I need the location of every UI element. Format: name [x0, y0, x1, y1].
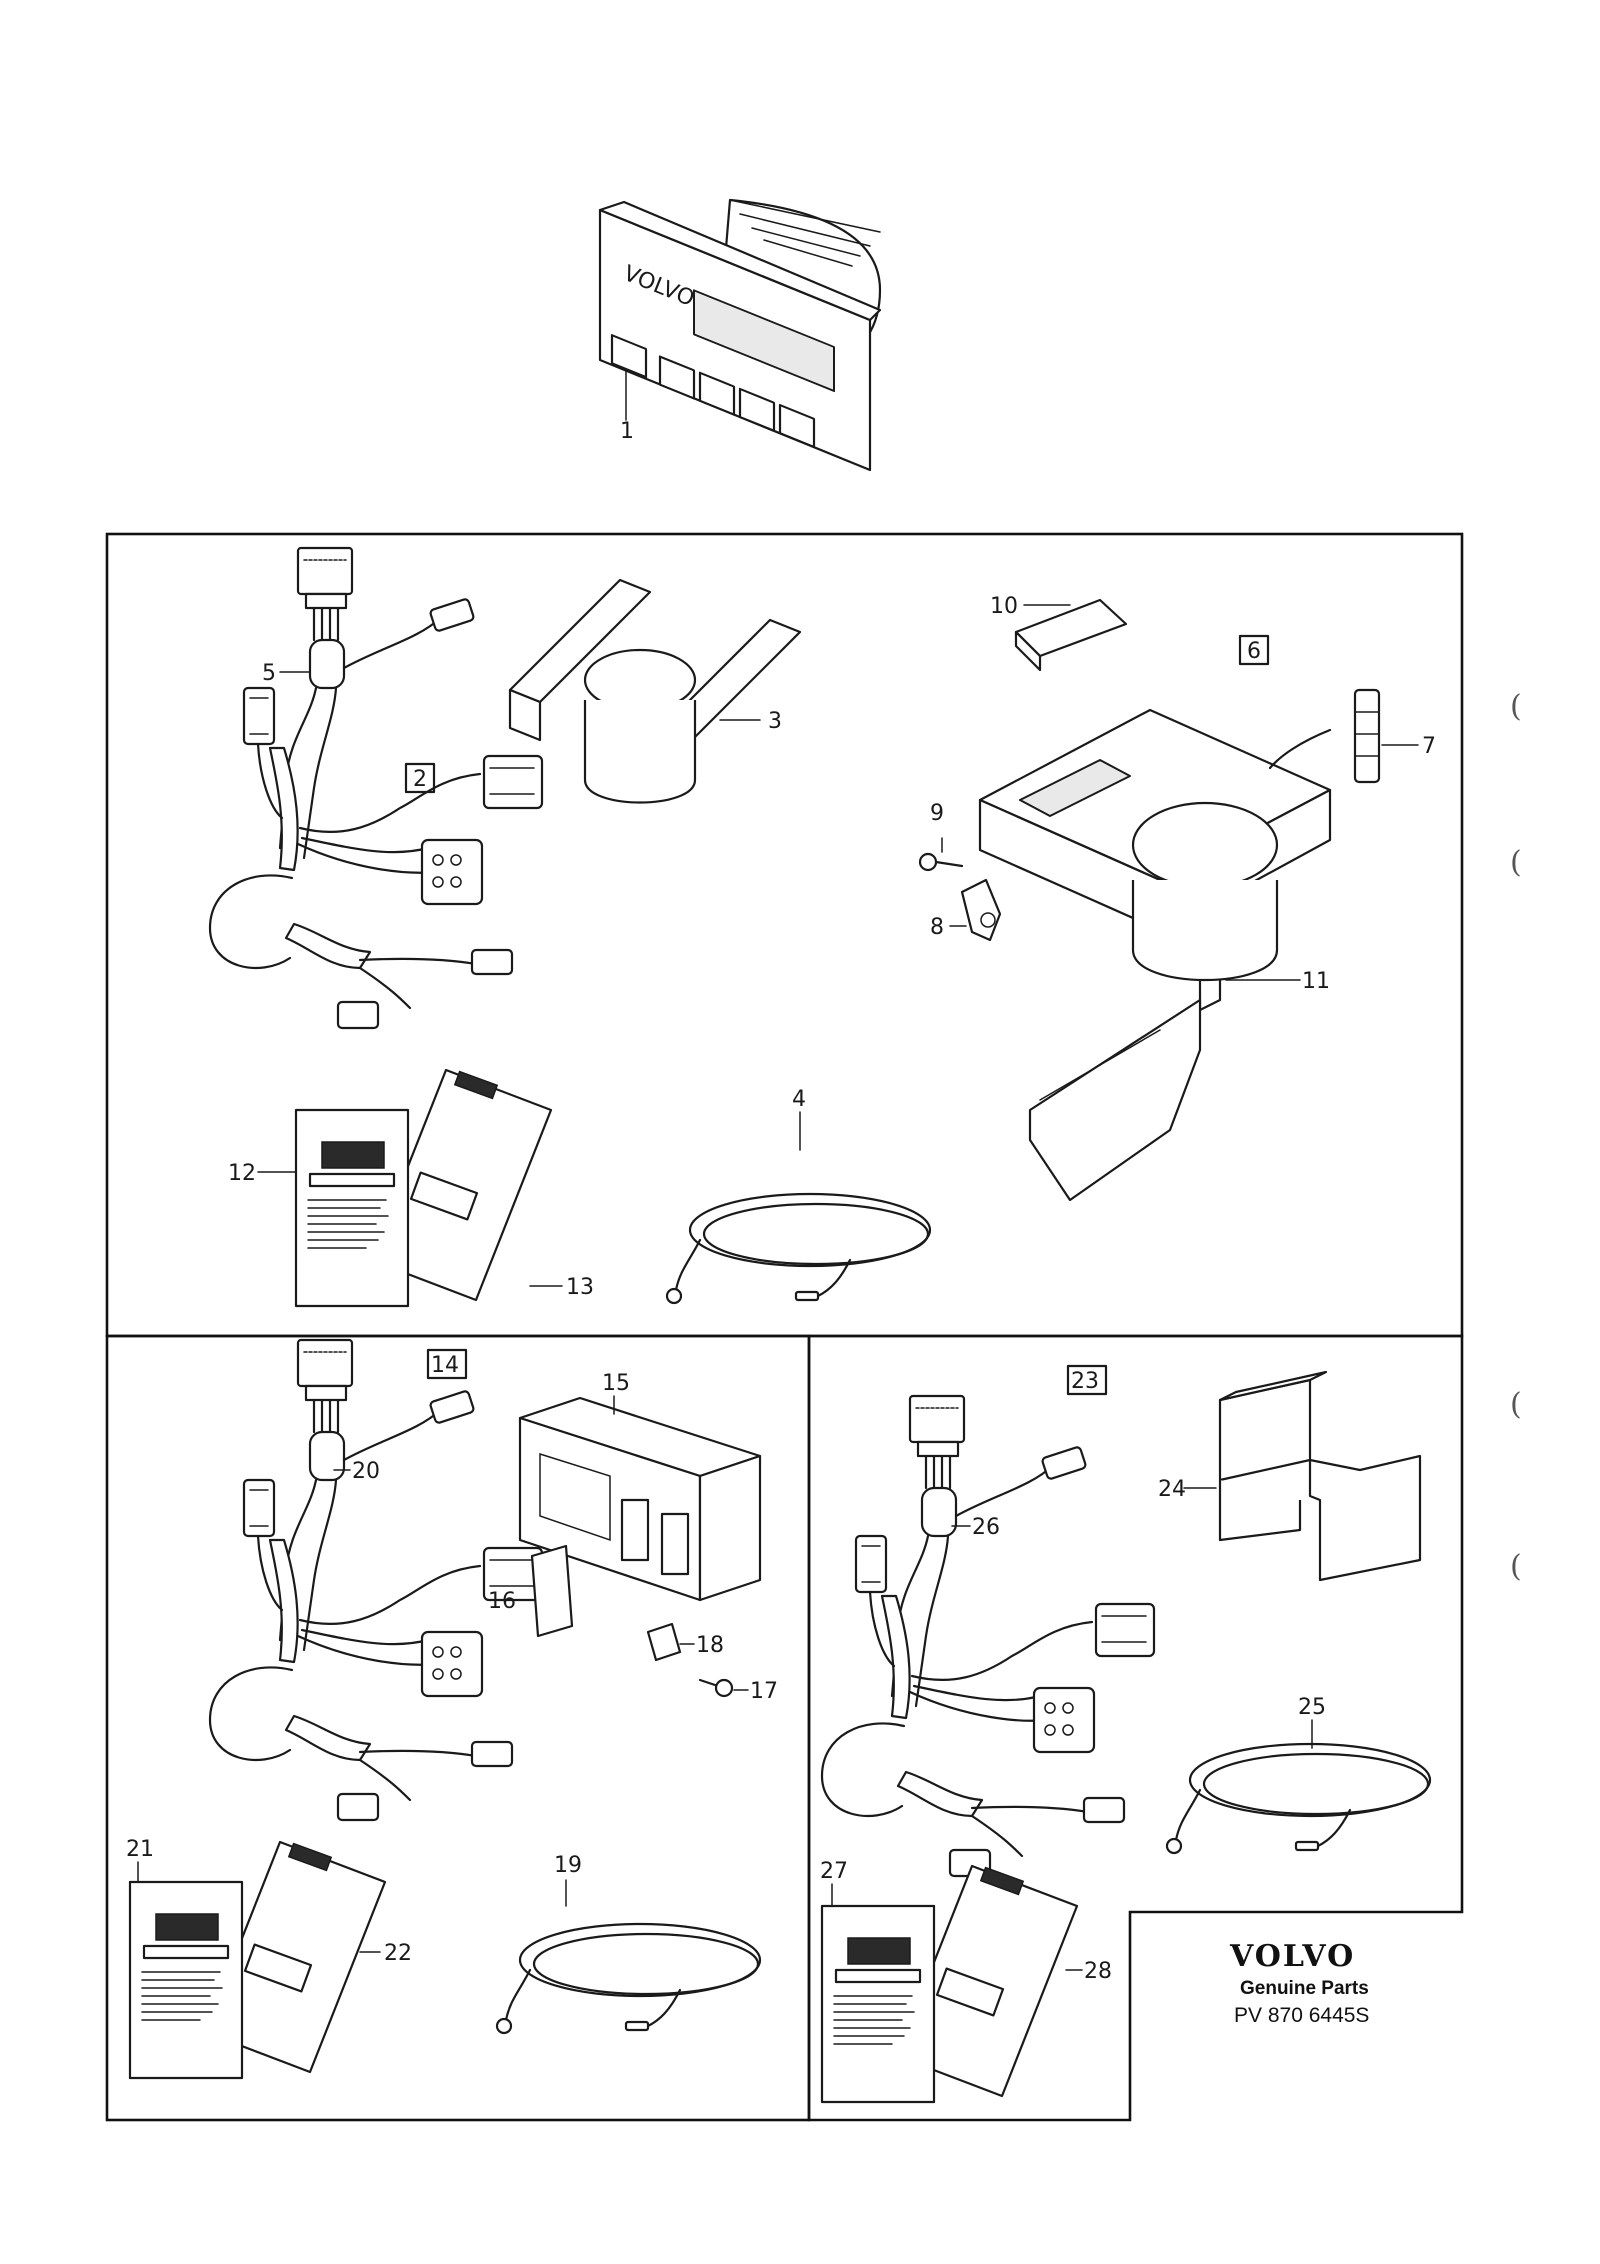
part-number-17: 17	[750, 1679, 778, 1704]
margin-mark: (	[1510, 1549, 1522, 1584]
part-10-cover: 10	[990, 594, 1128, 672]
part-number-3: 3	[768, 709, 782, 734]
part-18-clip: 18	[646, 1622, 724, 1662]
part-number-9: 9	[930, 801, 944, 826]
part-1-display-unit: VOLVO 1	[598, 198, 882, 472]
part-number-11: 11	[1302, 969, 1330, 994]
box-label-2: 2	[404, 762, 436, 794]
logo-tagline: Genuine Parts	[1240, 1978, 1369, 1999]
part-number-18: 18	[696, 1633, 724, 1658]
svg-text:14: 14	[431, 1353, 459, 1378]
part-number-4: 4	[792, 1087, 806, 1112]
part-3-bracket: 3	[508, 578, 802, 804]
part-number-19: 19	[554, 1853, 582, 1878]
part-11-mounting-bracket: 11	[978, 708, 1332, 1202]
logo-ref: PV 870 6445S	[1234, 2004, 1369, 2027]
part-number-5: 5	[262, 661, 276, 686]
leader-20: 20	[333, 1459, 380, 1484]
part-16-cover: 16	[488, 1544, 574, 1638]
parts-27-28-instructions	[820, 1864, 1079, 2104]
leaders-27-28: 27 28	[820, 1859, 1112, 1984]
part-26-wiring-harness	[820, 1394, 1156, 1878]
part-number-21: 21	[126, 1837, 154, 1862]
part-20-wiring-harness	[208, 1338, 544, 1822]
part-8-clip: 8	[930, 878, 1002, 942]
leader-19: 19	[554, 1853, 582, 1907]
part-number-1: 1	[620, 419, 634, 444]
part-number-27: 27	[820, 1859, 848, 1884]
part-number-22: 22	[384, 1941, 412, 1966]
leader-5: 5	[262, 661, 311, 686]
part-number-8: 8	[930, 915, 944, 940]
volvo-genuine-parts-logo: VOLVO Genuine Parts PV 870 6445S	[1229, 1939, 1369, 2027]
part-number-25: 25	[1298, 1695, 1326, 1720]
part-number-24: 24	[1158, 1477, 1186, 1502]
part-4-wire	[665, 1192, 932, 1305]
part-25-wire	[1165, 1742, 1432, 1855]
box-label-6: 6	[1238, 634, 1270, 666]
part-number-10: 10	[990, 594, 1018, 619]
parts-12-13-instructions	[294, 1068, 553, 1308]
part-number-28: 28	[1084, 1959, 1112, 1984]
part-number-26: 26	[972, 1515, 1000, 1540]
part-number-20: 20	[352, 1459, 380, 1484]
part-number-15: 15	[602, 1371, 630, 1396]
part-24-bracket: 24	[1158, 1370, 1422, 1582]
logo-brand: VOLVO	[1229, 1939, 1355, 1974]
svg-text:23: 23	[1071, 1369, 1099, 1394]
margin-marks: ( ( ( (	[1510, 689, 1522, 1584]
margin-mark: (	[1510, 845, 1522, 880]
box-label-23: 23	[1066, 1364, 1108, 1396]
part-number-12: 12	[228, 1161, 256, 1186]
box-label-14: 14	[426, 1348, 468, 1380]
part-number-16: 16	[488, 1589, 516, 1614]
part-number-7: 7	[1422, 734, 1436, 759]
frame-kit-23	[807, 1334, 1464, 2122]
part-5-wiring-harness	[208, 546, 544, 1030]
part-19-wire	[495, 1922, 762, 2035]
part-9-screw: 9	[918, 801, 964, 872]
parts-21-22-instructions	[128, 1840, 387, 2080]
leaders-21-22: 21 22	[126, 1837, 412, 1966]
part-7-switch: 7	[1268, 688, 1436, 784]
margin-mark: (	[1510, 689, 1522, 724]
leader-4: 4	[792, 1087, 806, 1151]
svg-text:6: 6	[1247, 639, 1261, 664]
leader-26: 26	[951, 1515, 1000, 1540]
margin-mark: (	[1510, 1387, 1522, 1422]
leader-25: 25	[1298, 1695, 1326, 1749]
part-number-13: 13	[566, 1275, 594, 1300]
svg-text:2: 2	[413, 767, 427, 792]
leaders-12-13: 12 13	[228, 1161, 594, 1300]
part-17-screw: 17	[698, 1678, 778, 1704]
